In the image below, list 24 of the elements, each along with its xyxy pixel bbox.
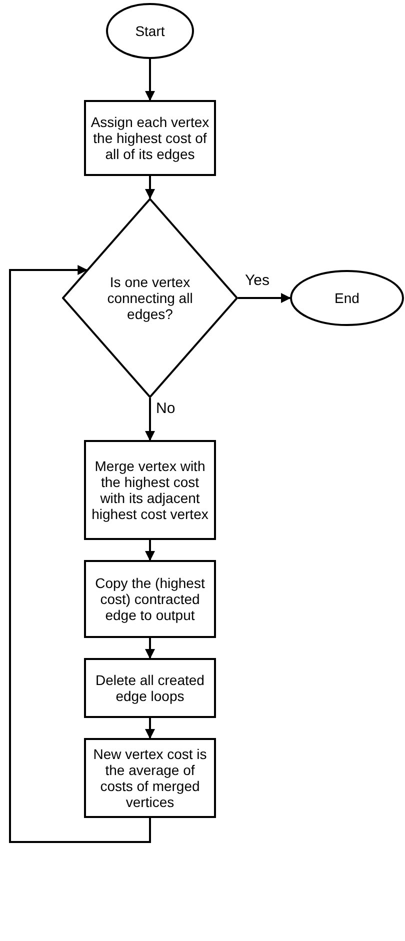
node-text: Start: [135, 23, 165, 39]
arrow: [145, 398, 155, 441]
decision-diamond: [62, 198, 238, 398]
node-text: Delete all created edge loops: [94, 672, 206, 704]
arrow: [238, 293, 291, 303]
node-text: Copy the (highest cost) contracted edge to output: [94, 575, 206, 623]
arrow: [145, 540, 155, 561]
node-text: Is one vertex connecting all edges?: [106, 274, 194, 322]
node-text: End: [334, 290, 360, 306]
process-box: [84, 658, 216, 718]
arrow: [145, 59, 155, 101]
process-box: [84, 440, 216, 540]
process-box: [84, 560, 216, 638]
terminal-ellipse: [290, 270, 404, 326]
arrow: [145, 176, 155, 199]
arrow: [145, 638, 155, 659]
arrow: [145, 718, 155, 739]
process-box: [84, 100, 216, 176]
node-text: Merge vertex with the highest cost with its adjacent highest cost vertex: [90, 458, 210, 522]
process-box: [84, 738, 216, 818]
terminal-ellipse: [106, 3, 194, 59]
node-text: Assign each vertex the highest cost of all of its edges: [90, 114, 210, 162]
node-text: New vertex cost is the average of costs of merged vertices: [92, 746, 208, 810]
arrow: [9, 265, 151, 843]
